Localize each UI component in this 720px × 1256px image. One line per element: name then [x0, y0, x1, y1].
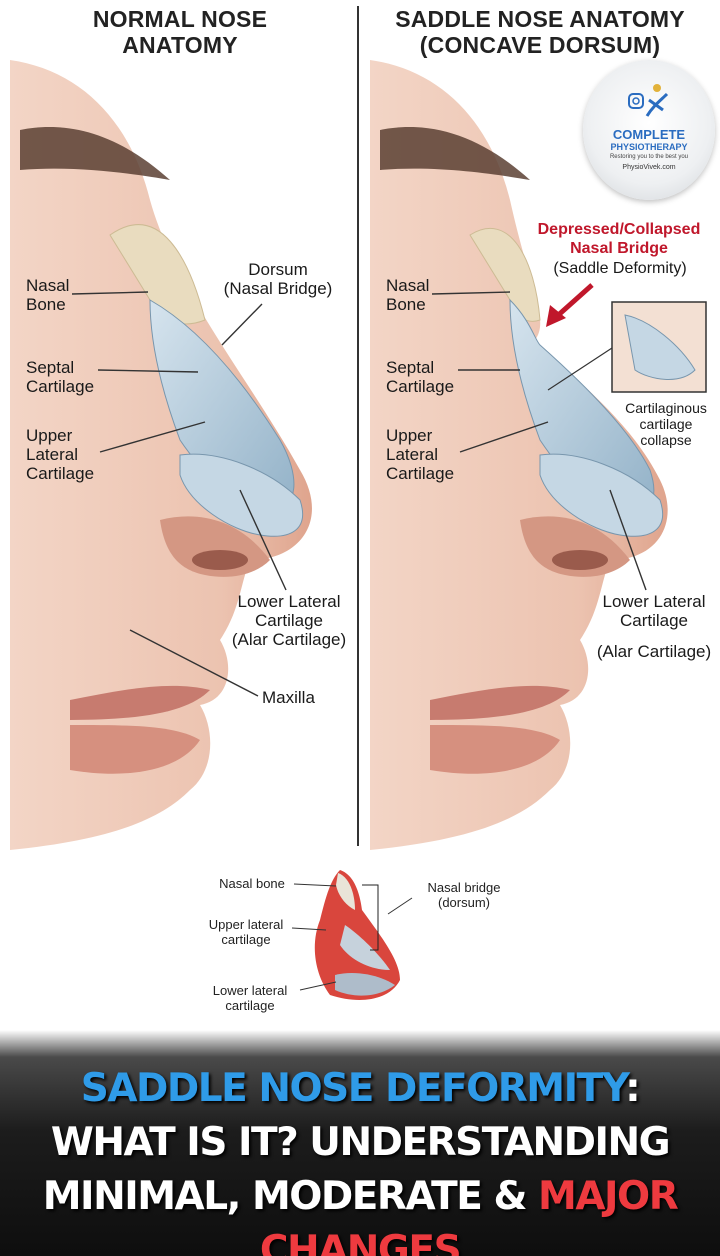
logo-title: COMPLETE: [612, 127, 686, 142]
maxilla-label: Maxilla: [262, 688, 315, 707]
headline-highlight-blue: SADDLE NOSE DEFORMITY: [80, 1066, 627, 1111]
inset-nasal-bridge-label: Nasal bridge (dorsum): [427, 880, 501, 910]
inset-lower-lateral-label: Lower lateral cartilage: [212, 983, 288, 1013]
inset-nasal-bone-label: Nasal bone: [219, 876, 285, 891]
cartilage-collapse-label: Cartilaginous cartilage collapse: [625, 400, 707, 448]
logo-subtitle: PHYSIOTHERAPY: [610, 142, 688, 152]
saddle-deformity-label: (Saddle Deformity): [553, 260, 687, 277]
normal-nose-illustration: [0, 0, 360, 850]
nasal-bone-label: Nasal Bone: [26, 276, 70, 314]
lower-lateral-cartilage-label: Lower Lateral Cartilage (Alar Cartilage): [231, 592, 347, 649]
normal-nose-title: NORMAL NOSE ANATOMY: [92, 6, 268, 58]
lower-lateral-cartilage-label-right: Lower Lateral Cartilage: [602, 592, 706, 630]
panel-divider: [357, 6, 359, 846]
upper-lateral-cartilage-label-right: Upper Lateral Cartilage: [386, 426, 455, 483]
inset-nasal-cartilage-diagram: [314, 870, 400, 1000]
headline-body: : WHAT IS IT? UNDERSTANDING MINIMAL, MOD…: [42, 1066, 671, 1219]
septal-cartilage-label-right: Septal Cartilage: [386, 358, 455, 396]
headline-banner: [0, 1030, 720, 1256]
normal-nose-panel: NORMAL NOSE ANATOMY Nasal Bone Dorsum (N…: [0, 0, 360, 850]
complete-physiotherapy-logo: COMPLETE PHYSIOTHERAPY Restoring you to …: [583, 60, 715, 200]
logo-url: PhysioVivek.com: [622, 164, 676, 171]
physio-figure-icon: [628, 84, 669, 117]
inset-upper-lateral-label: Upper lateral cartilage: [208, 917, 284, 947]
headline: SADDLE NOSE DEFORMITY: WHAT IS IT? UNDER…: [20, 1062, 700, 1256]
headline-highlight-red: MAJOR CHANGES: [259, 1174, 679, 1256]
logo-tagline: Restoring you to the best you: [609, 154, 689, 160]
saddle-nose-title: SADDLE NOSE ANATOMY (CONCAVE DORSUM): [395, 6, 685, 58]
septal-cartilage-label: Septal Cartilage: [26, 358, 95, 396]
dorsum-label: Dorsum (Nasal Bridge): [223, 260, 333, 298]
alar-cartilage-label-right: (Alar Cartilage): [596, 642, 712, 661]
nasal-bone-label-right: Nasal Bone: [386, 276, 430, 314]
upper-lateral-cartilage-label: Upper Lateral Cartilage: [26, 426, 95, 483]
depressed-bridge-label: Depressed/Collapsed Nasal Bridge: [537, 221, 701, 257]
